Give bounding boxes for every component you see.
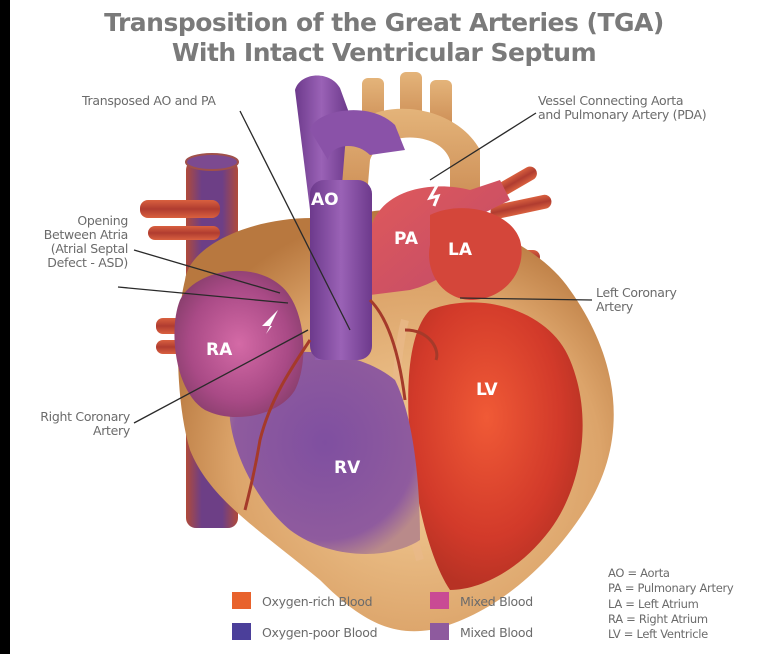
right-atrium — [174, 271, 303, 417]
chamber-label-pa: PA — [394, 229, 418, 249]
abbr-ra: RA = Right Atrium — [608, 612, 708, 628]
label-asd-line-4: Defect - ASD) — [10, 256, 128, 270]
legend-label-mixed-pink: Mixed Blood — [460, 594, 533, 609]
legend-swatch-oxygen-poor — [232, 623, 251, 640]
legend-label-oxygen-rich: Oxygen-rich Blood — [262, 594, 372, 609]
legend-label-mixed-purple: Mixed Blood — [460, 625, 533, 640]
legend-label-oxygen-poor: Oxygen-poor Blood — [262, 625, 377, 640]
chamber-label-rv: RV — [334, 458, 360, 478]
abbr-lv: LV = Left Ventricle — [608, 627, 708, 643]
label-asd-line-2: Between Atria — [10, 228, 128, 242]
legend-swatch-mixed-purple — [430, 623, 449, 640]
abbr-ao: AO = Aorta — [608, 566, 670, 582]
chamber-label-ra: RA — [206, 340, 232, 360]
legend-swatch-mixed-pink — [430, 592, 449, 609]
label-lca-line-1: Left Coronary — [596, 286, 677, 300]
legend-swatch-oxygen-rich — [232, 592, 251, 609]
label-asd-line-1: Opening — [10, 214, 128, 228]
label-pda-line-1: Vessel Connecting Aorta — [538, 94, 683, 108]
label-rca-line-2: Artery — [10, 424, 130, 438]
label-rca-line-1: Right Coronary — [10, 410, 130, 424]
chamber-label-la: LA — [448, 240, 472, 260]
diagram-canvas: Transposition of the Great Arteries (TGA… — [10, 0, 758, 654]
label-transposed-ao-pa: Transposed AO and PA — [82, 94, 216, 108]
abbr-pa: PA = Pulmonary Artery — [608, 581, 733, 597]
chamber-label-lv: LV — [476, 380, 498, 400]
abbr-la: LA = Left Atrium — [608, 597, 699, 613]
label-asd-line-3: (Atrial Septal — [10, 242, 128, 256]
label-lca-line-2: Artery — [596, 300, 633, 314]
label-pda-line-2: and Pulmonary Artery (PDA) — [538, 108, 706, 122]
chamber-label-ao: AO — [311, 190, 339, 210]
